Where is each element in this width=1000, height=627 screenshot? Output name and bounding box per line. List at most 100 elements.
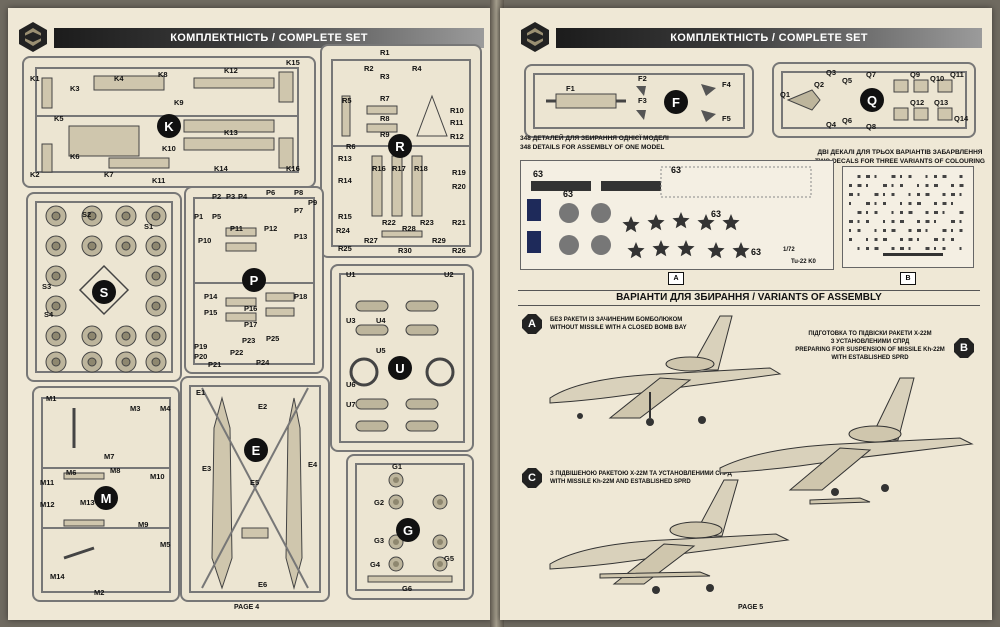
- part-label: F5: [722, 114, 731, 123]
- sprue-r-parts: [331, 59, 471, 247]
- part-label: R13: [338, 154, 352, 163]
- aircraft-variant-a-illustration: [549, 315, 782, 426]
- part-label: R10: [450, 106, 464, 115]
- sprue-m-letter: M: [94, 486, 118, 510]
- part-label: P21: [208, 360, 222, 369]
- part-label: Q2: [814, 80, 825, 89]
- part-label: K11: [152, 176, 166, 185]
- part-label: E4: [308, 460, 318, 469]
- part-label: R27: [364, 236, 378, 245]
- part-label: K16: [286, 164, 300, 173]
- part-label: P6: [266, 188, 276, 197]
- part-label: M14: [50, 572, 65, 581]
- part-label: G3: [374, 536, 385, 545]
- part-label: G5: [444, 554, 455, 563]
- variant-b-en2: WITH ESTABLISHED SPRD: [831, 355, 909, 361]
- part-label: U1: [346, 270, 356, 279]
- wheel-part: [145, 351, 167, 373]
- sprue-e: E E1 E2 E3 E4 E5 E6: [180, 376, 330, 602]
- part-label: Q5: [842, 76, 853, 85]
- part-label: R11: [450, 118, 464, 127]
- part-label: P17: [244, 320, 258, 329]
- part-label: P10: [198, 236, 212, 245]
- part-label: R30: [398, 246, 412, 255]
- part-label: E2: [258, 402, 268, 411]
- part-label: Q8: [866, 122, 877, 131]
- decal-a-label: A: [668, 272, 684, 285]
- part-label: R28: [402, 224, 416, 233]
- part-label: U7: [346, 400, 356, 409]
- variant-a-text: БЕЗ РАКЕТИ ІЗ ЗАЧИНЕНИМ БОМБОЛЮКОМ WITHO…: [550, 316, 687, 332]
- part-label: R21: [452, 218, 466, 227]
- details-caption: 348 ДЕТАЛЕЙ ДЛЯ ЗБИРАННЯ ОДНІЄЇ МОДЕЛІ 3…: [520, 134, 669, 152]
- decals-caption-en: TWO DECALS FOR THREE VARIANTS OF COLOURI…: [815, 158, 985, 165]
- variants-title: ВАРІАНТИ ДЛЯ ЗБИРАННЯ / VARIANTS OF ASSE…: [518, 290, 980, 306]
- part-label: K1: [30, 74, 40, 83]
- wheel-part: [145, 295, 167, 317]
- sprue-e-parts: [189, 385, 321, 593]
- wheel-part: [115, 235, 137, 257]
- part-label: R1: [380, 48, 390, 57]
- part-label: M7: [104, 452, 115, 461]
- part-label: M4: [160, 404, 171, 413]
- part-label: P5: [212, 212, 222, 221]
- part-label: M8: [110, 466, 121, 475]
- part-label: K3: [70, 84, 80, 93]
- sprue-q-parts: [781, 71, 967, 129]
- decal-a-art: [527, 166, 812, 259]
- page-number-right: PAGE 5: [738, 604, 764, 611]
- part-label: K2: [30, 170, 40, 179]
- decal-b-art: [849, 175, 964, 256]
- part-label: K7: [104, 170, 114, 179]
- sprue-s-letter: S: [92, 280, 116, 304]
- part-label: P12: [264, 224, 278, 233]
- wheel-part: [115, 205, 137, 227]
- brand-logo-icon: [521, 22, 549, 52]
- part-label: R6: [346, 142, 356, 151]
- part-label: S1: [144, 222, 154, 231]
- part-label: P23: [242, 336, 256, 345]
- sprue-k-letter: K: [157, 114, 181, 138]
- part-label: P7: [294, 206, 304, 215]
- part-label: K15: [286, 58, 300, 67]
- part-label: M11: [40, 478, 55, 487]
- part-label: R24: [336, 226, 350, 235]
- sprue-f: F F1 F2 F3 F4 F5: [524, 64, 754, 138]
- part-label: P3: [226, 192, 236, 201]
- part-label: K10: [162, 144, 176, 153]
- variant-b-en1: PREPARING FOR SUSPENSION OF MISSILE Kh-2…: [795, 347, 945, 353]
- variant-c-mark: C: [522, 468, 542, 488]
- part-label: G4: [370, 560, 381, 569]
- part-label: R17: [392, 164, 406, 173]
- part-label: R7: [380, 94, 390, 103]
- decal-number: 63: [751, 247, 762, 257]
- wheel-part: [145, 325, 167, 347]
- variant-c-text: З ПІДВІШЕНОЮ РАКЕТОЮ Х-22М ТА УСТАНОВЛЕН…: [550, 470, 732, 486]
- part-label: P20: [194, 352, 208, 361]
- part-label: K4: [114, 74, 124, 83]
- part-label: S4: [44, 310, 54, 319]
- part-label: R25: [338, 244, 352, 253]
- part-label: G2: [374, 498, 385, 507]
- sprue-f-letter: F: [664, 90, 688, 114]
- part-label: U3: [346, 316, 356, 325]
- part-label: P2: [212, 192, 222, 201]
- variant-b-ua2: З УСТАНОВЛЕНИМИ СПРД: [830, 339, 910, 345]
- decal-scale: 1/72: [783, 247, 795, 253]
- sprue-u-letter: U: [388, 356, 412, 380]
- page-4: КОМПЛЕКТНІСТЬ / COMPLETE SET K K1 K2 K3: [8, 8, 492, 620]
- details-caption-en: 348 DETAILS FOR ASSEMBLY OF ONE MODEL: [520, 144, 665, 151]
- sprue-p-letter: P: [242, 268, 266, 292]
- wheel-part: [115, 325, 137, 347]
- part-label: R2: [364, 64, 374, 73]
- sprue-q: Q Q1 Q2 Q3 Q4 Q5 Q6 Q7 Q8 Q9 Q10 Q11 Q12…: [772, 62, 976, 138]
- part-label: Q3: [826, 68, 837, 77]
- part-label: E6: [258, 580, 268, 589]
- part-label: Q10: [930, 74, 945, 83]
- wheel-part: [115, 351, 137, 373]
- aircraft-variant-c-illustration: [549, 479, 790, 594]
- sprue-s-wheels: [35, 201, 173, 373]
- sprue-k: K K1 K2 K3 K4 K5 K6 K7 K8 K9 K10 K11 K12…: [22, 56, 316, 188]
- sprue-u-parts: [339, 273, 465, 443]
